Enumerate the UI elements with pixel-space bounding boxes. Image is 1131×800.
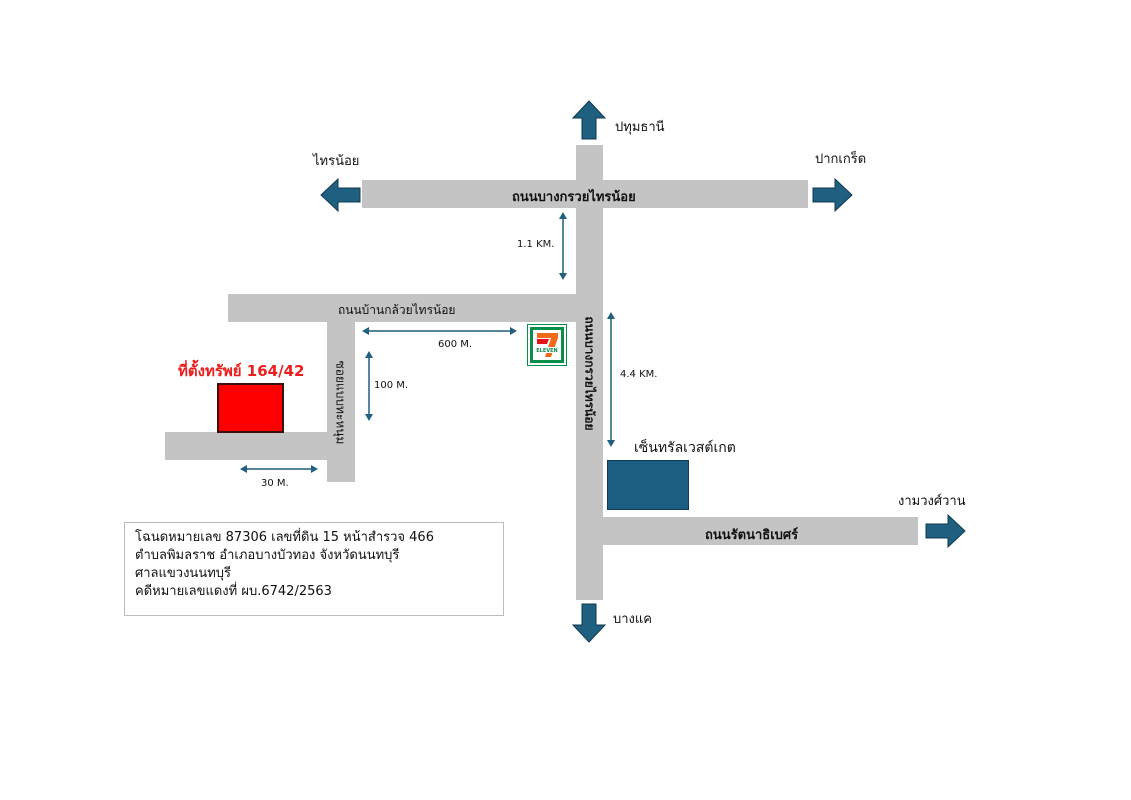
mall-marker	[607, 460, 689, 510]
seven-eleven-logo: ELEVEN	[527, 324, 567, 366]
distance-arrow-vertical-icon	[607, 312, 615, 447]
road-soi-horizontal	[165, 432, 327, 460]
distance-label: 4.4 KM.	[620, 369, 658, 380]
direction-north-label: ปทุมธานี	[615, 120, 665, 135]
mall-label: เซ็นทรัลเวสต์เกต	[634, 440, 736, 456]
direction-southeast-label: งามวงศ์วาน	[898, 494, 966, 509]
distance-arrow-vertical-icon	[365, 351, 373, 421]
distance-arrow-horizontal-icon	[240, 465, 318, 473]
direction-south-label: บางแค	[613, 612, 652, 627]
direction-west-label: ไทรน้อย	[313, 154, 360, 169]
distance-arrow-horizontal-icon	[362, 327, 517, 335]
arrow-left-icon	[320, 177, 361, 213]
info-line: โฉนดหมายเลข 87306 เลขที่ดิน 15 หน้าสำรวจ…	[135, 530, 434, 545]
info-box: โฉนดหมายเลข 87306 เลขที่ดิน 15 หน้าสำรวจ…	[124, 522, 504, 616]
road-soi-vertical	[327, 322, 355, 482]
arrow-up-icon	[571, 100, 607, 140]
direction-east-label: ปากเกร็ด	[815, 152, 867, 167]
distance-label: 100 M.	[374, 380, 409, 391]
distance-label: 1.1 KM.	[517, 239, 555, 250]
info-line: คดีหมายเลขแดงที่ ผบ.6742/2563	[135, 584, 332, 599]
arrow-right-lower-icon	[925, 513, 966, 549]
info-line: ตำบลพิมลราช อำเภอบางบัวทอง จังหวัดนนทบุร…	[135, 548, 400, 563]
distance-label: 600 M.	[438, 339, 473, 350]
seven-eleven-text: ELEVEN	[536, 348, 558, 354]
road-label-branch: ถนนบ้านกล้วยไทรน้อย	[338, 303, 456, 317]
property-label: ที่ตั้งทรัพย์ 164/42	[178, 362, 305, 380]
distance-arrow-vertical-icon	[559, 212, 567, 280]
road-label-lower: ถนนรัตนาธิเบศร์	[705, 528, 799, 543]
road-main-vertical	[576, 145, 603, 600]
info-line: ศาลแขวงนนทบุรี	[135, 566, 232, 581]
road-label-main-horizontal: ถนนบางกรวยไทรน้อย	[512, 190, 636, 205]
arrow-right-icon	[812, 177, 853, 213]
road-label-main-vertical: ถนนบางกรวยไทรน้อย	[582, 316, 597, 431]
road-lower-horizontal	[603, 517, 918, 545]
road-main-horizontal	[362, 180, 808, 208]
road-label-soi: ซอยแบบทะหนุม	[333, 360, 348, 445]
distance-label: 30 M.	[261, 478, 289, 489]
property-marker	[217, 383, 284, 433]
arrow-down-icon	[571, 603, 607, 643]
road-branch-horizontal	[228, 294, 576, 322]
